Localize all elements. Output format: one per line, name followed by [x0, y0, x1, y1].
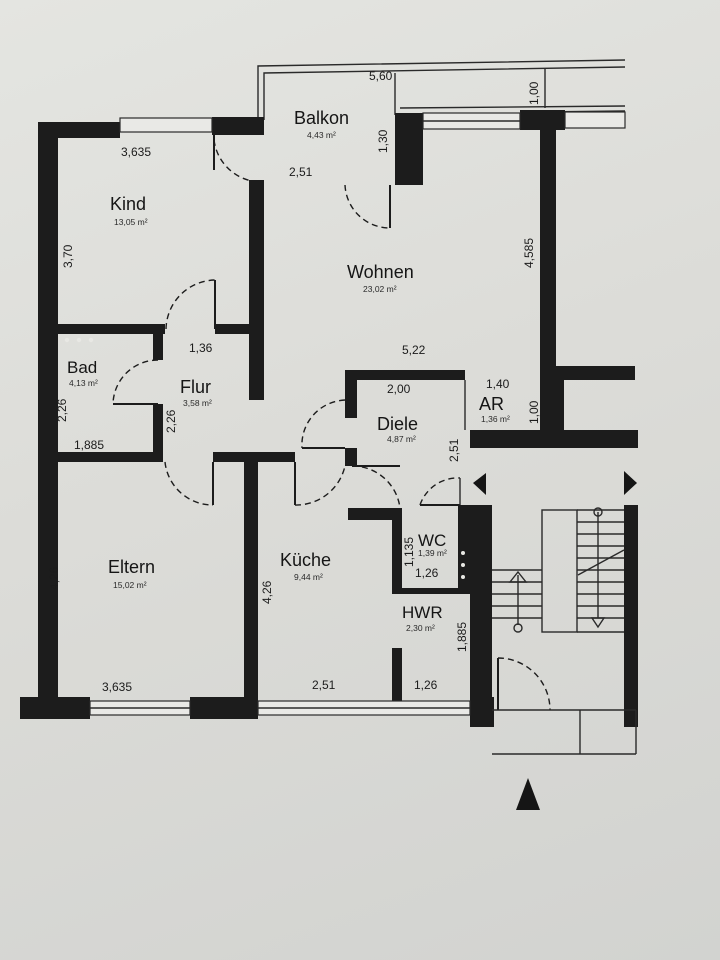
fixture-dots	[64, 337, 465, 579]
arrow-markers	[473, 471, 637, 810]
dim-wc-width: 1,26	[415, 566, 439, 580]
room-name-wc: WC	[418, 531, 446, 550]
dim-balkon-door: 2,51	[289, 165, 313, 179]
room-area-diele: 4,87 m²	[387, 434, 416, 444]
dim-diele-height: 2,51	[447, 438, 461, 462]
dim-hwr-height: 1,885	[455, 622, 469, 652]
room-area-hwr: 2,30 m²	[406, 623, 435, 633]
room-area-balkon: 4,43 m²	[307, 130, 336, 140]
room-name-hwr: HWR	[402, 603, 443, 622]
room-area-bad: 4,13 m²	[69, 378, 98, 388]
room-name-ar: AR	[479, 394, 504, 414]
dim-kueche-width: 2,51	[312, 678, 336, 692]
dimension-labels: 5,60 1,30 2,51 1,00 3,635 3,70 4,585 5,2…	[47, 69, 541, 694]
dim-flur-height: 2,26	[164, 409, 178, 433]
room-area-wohnen: 23,02 m²	[363, 284, 397, 294]
walls	[20, 110, 638, 727]
entrance-arrow-icon	[516, 778, 540, 810]
room-area-flur: 3,58 m²	[183, 398, 212, 408]
arrow-right-icon	[624, 471, 637, 495]
dim-hwr-width: 1,26	[414, 678, 438, 692]
dim-diele-width: 2,00	[387, 382, 411, 396]
dim-balkon-width: 5,60	[369, 69, 393, 83]
room-name-eltern: Eltern	[108, 557, 155, 577]
dim-ar-height: 1,00	[527, 400, 541, 424]
room-area-eltern: 15,02 m²	[113, 580, 147, 590]
dim-eltern-width: 3,635	[102, 680, 132, 694]
dim-bad-height: 2,26	[55, 398, 69, 422]
room-name-flur: Flur	[180, 377, 211, 397]
room-area-ar: 1,36 m²	[481, 414, 510, 424]
dim-ar-width: 1,40	[486, 377, 510, 391]
room-name-kueche: Küche	[280, 550, 331, 570]
room-area-wc: 1,39 m²	[418, 548, 447, 558]
dim-wohnen-width: 5,22	[402, 343, 426, 357]
room-name-bad: Bad	[67, 358, 97, 377]
dim-wc-height: 1,135	[402, 537, 416, 567]
dim-kind-height: 3,70	[61, 244, 75, 268]
arrow-left-icon	[473, 473, 486, 495]
stairwell	[492, 507, 637, 755]
dim-flur-width: 1,36	[189, 341, 213, 355]
room-name-kind: Kind	[110, 194, 146, 214]
dim-eltern-height: 4,26	[47, 566, 61, 590]
room-labels: Balkon 4,43 m² Kind 13,05 m² Wohnen 23,0…	[67, 108, 510, 633]
room-name-balkon: Balkon	[294, 108, 349, 128]
doors	[112, 135, 551, 711]
room-area-kind: 13,05 m²	[114, 217, 148, 227]
dim-wohnen-height: 4,585	[522, 238, 536, 268]
windows	[89, 111, 626, 716]
room-name-diele: Diele	[377, 414, 418, 434]
dim-bad-width: 1,885	[74, 438, 104, 452]
room-area-kueche: 9,44 m²	[294, 572, 323, 582]
dim-kind-width: 3,635	[121, 145, 151, 159]
dim-top-right: 1,00	[527, 81, 541, 105]
dim-balkon-depth: 1,30	[376, 129, 390, 153]
room-name-wohnen: Wohnen	[347, 262, 414, 282]
dim-kueche-height: 4,26	[260, 580, 274, 604]
